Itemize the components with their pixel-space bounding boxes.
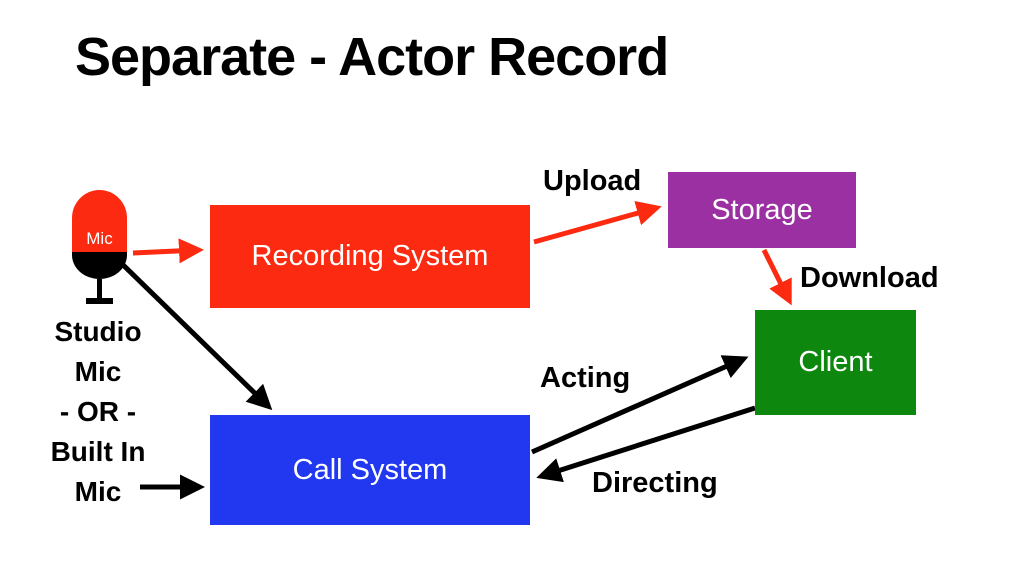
arrow-upload <box>533 201 662 245</box>
mic-caption-line: Studio <box>54 316 142 347</box>
node-call-system: Call System <box>210 415 530 525</box>
edge-label-acting: Acting <box>540 362 631 394</box>
mic-caption-line: Mic <box>74 476 122 507</box>
edge-label-upload: Upload <box>543 165 642 197</box>
node-recording-system-label: Recording System <box>251 240 489 272</box>
edge-label-download: Download <box>800 262 939 294</box>
node-call-system-label: Call System <box>292 453 448 486</box>
arrow-download <box>761 248 792 306</box>
page-title: Separate - Actor Record <box>75 27 669 87</box>
mic-caption: Studio Mic - OR - Built In Mic <box>20 312 176 512</box>
node-storage-label: Storage <box>711 193 813 226</box>
node-client-label: Client <box>798 346 873 378</box>
node-client: Client <box>755 310 916 415</box>
edge-label-directing: Directing <box>592 467 718 499</box>
arrow-mic-to-recording <box>132 238 204 264</box>
mic-caption-line: Mic <box>74 356 122 387</box>
node-recording-system: Recording System <box>210 205 530 308</box>
mic-label: Mic <box>86 229 113 248</box>
arrow-directing <box>536 405 756 483</box>
microphone-icon: Mic <box>72 190 127 304</box>
mic-caption-line: Built In <box>50 436 146 467</box>
node-storage: Storage <box>668 172 856 248</box>
mic-caption-line: - OR - <box>59 396 137 427</box>
